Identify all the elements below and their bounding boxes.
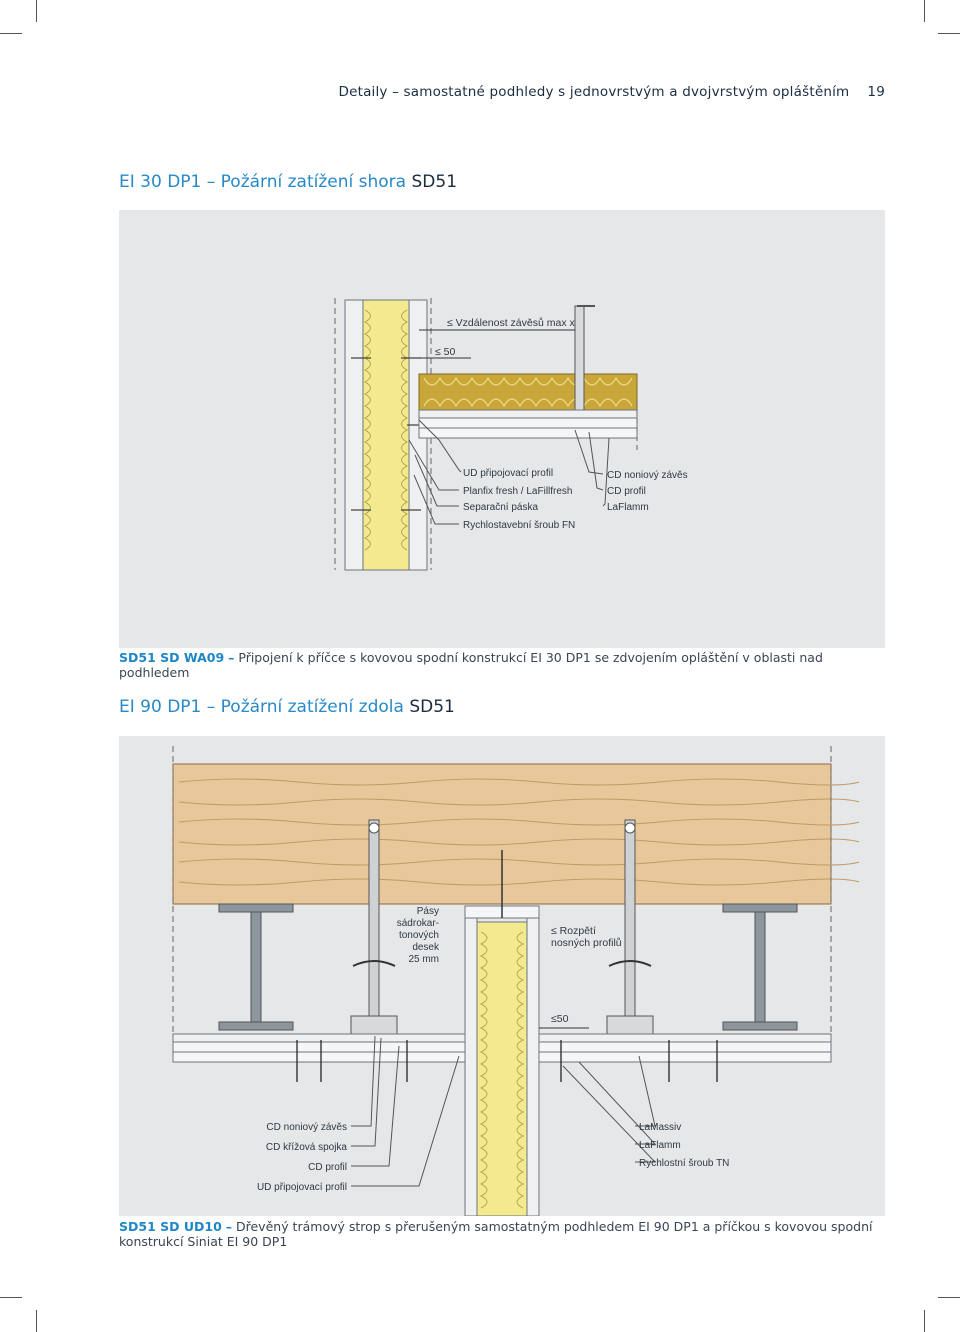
figure-caption: SD51 SD WA09 – Připojení k příčce s kovo… — [119, 650, 889, 680]
steel-beam-left — [218, 903, 294, 1031]
crop-mark — [924, 1310, 925, 1332]
label-ud-profil: UD připojovací profil — [257, 1182, 347, 1193]
caption-text: Dřevěný trámový strop s přerušeným samos… — [119, 1219, 873, 1249]
hanger-right — [606, 819, 654, 1035]
detail-drawing-ud10: Pásy sádrokar- tonových desek 25 mm ≤ Ro… — [119, 736, 885, 1216]
ceiling-board-right — [538, 1041, 832, 1053]
ceiling-profile-right — [538, 1033, 832, 1043]
hanger-left — [350, 819, 398, 1035]
label-separacni-paska: Separační páska — [463, 502, 538, 513]
caption-dash: – — [225, 1219, 233, 1234]
ceiling-profile-left — [172, 1033, 466, 1043]
crop-mark — [938, 1297, 960, 1298]
label-cd-profil: CD profil — [607, 486, 646, 497]
strips-label: Pásy — [417, 906, 439, 917]
detail-drawing-wa09: ≤ Vzdálenost závěsů max x ≤ 50 UD připoj… — [119, 210, 885, 648]
section-title: EI 30 DP1 – Požární zatížení shora SD51 — [119, 172, 457, 192]
ceiling-cd-profile — [418, 409, 638, 419]
crop-mark — [36, 1310, 37, 1332]
dim-offset: ≤50 — [551, 1013, 569, 1025]
crop-mark — [0, 33, 22, 34]
wool-pattern — [423, 398, 633, 408]
dim-span: ≤ Rozpětí — [551, 925, 596, 937]
wall-board-left — [344, 299, 364, 571]
label-cd-zaves: CD noniový závěs — [266, 1122, 347, 1133]
leader-lines — [408, 419, 610, 525]
label-laflamm: LaFlamm — [639, 1140, 681, 1151]
crop-mark — [0, 1297, 22, 1298]
caption-code: SD51 SD UD10 — [119, 1219, 222, 1234]
ceiling-board — [418, 417, 638, 429]
crop-mark — [924, 0, 925, 22]
wall-screws — [351, 357, 425, 511]
dim-span: nosných profilů — [551, 937, 622, 949]
insulation-pattern — [479, 931, 488, 1209]
section-title-main: EI 90 DP1 – Požární zatížení zdola — [119, 697, 404, 717]
label-sroub-tn: Rychlostní šroub TN — [639, 1158, 729, 1169]
label-cd-profil: CD profil — [308, 1162, 347, 1173]
label-sroub-fn: Rychlostavební šroub FN — [463, 520, 575, 531]
mineral-wool — [418, 373, 638, 411]
drawing-ud10-svg: Pásy sádrokar- tonových desek 25 mm ≤ Ro… — [172, 746, 860, 1216]
dim-spacing: ≤ Vzdálenost závěsů max x — [447, 317, 575, 329]
strips-label: desek — [412, 942, 440, 953]
section-title: EI 90 DP1 – Požární zatížení zdola SD51 — [119, 697, 455, 717]
wool-pattern — [423, 376, 633, 386]
strips-label: 25 mm — [408, 954, 439, 965]
wall-board-left — [464, 917, 478, 1216]
drawing-wa09-svg: ≤ Vzdálenost závěsů max x ≤ 50 UD připoj… — [334, 298, 688, 571]
dim-offset: ≤ 50 — [435, 346, 456, 358]
section-title-code: SD51 — [409, 697, 455, 717]
ceiling-screws — [296, 1040, 718, 1082]
caption-text: Připojení k příčce s kovovou spodní kons… — [119, 650, 823, 680]
wood-grain — [178, 778, 860, 886]
ceiling-board-left — [172, 1051, 466, 1063]
strips-label: sádrokar- — [397, 918, 439, 929]
label-ud-profil: UD připojovací profil — [463, 468, 553, 479]
crop-mark — [36, 0, 37, 22]
running-header: Detaily – samostatné podhledy s jednovrs… — [338, 84, 885, 100]
ceiling-board-left — [172, 1041, 466, 1053]
wall-board-right — [526, 917, 540, 1216]
ceiling-board — [418, 427, 638, 439]
page-number: 19 — [867, 84, 885, 100]
section-title-code: SD51 — [411, 172, 458, 192]
noniovy-zaves — [574, 305, 585, 411]
label-cd-zaves: CD noniový závěs — [607, 470, 688, 481]
strips-label: tonových — [399, 930, 439, 941]
label-laflamm: LaFlamm — [607, 502, 649, 513]
ceiling-board-right — [538, 1051, 832, 1063]
figure-caption: SD51 SD UD10 – Dřevěný trámový strop s p… — [119, 1219, 889, 1249]
label-lamassiv: LaMassiv — [639, 1122, 681, 1133]
caption-code: SD51 SD WA09 — [119, 650, 225, 665]
label-planfix: Planfix fresh / LaFillfresh — [463, 486, 573, 497]
insulation-pattern — [516, 931, 525, 1209]
leader-lines — [351, 1035, 657, 1187]
section-title-main: EI 30 DP1 – Požární zatížení shora — [119, 172, 407, 192]
crop-mark — [938, 33, 960, 34]
label-cd-spojka: CD křížová spojka — [266, 1142, 348, 1153]
steel-beam-right — [722, 903, 798, 1031]
caption-dash: – — [228, 650, 235, 665]
header-title: Detaily – samostatné podhledy s jednovrs… — [338, 84, 850, 100]
